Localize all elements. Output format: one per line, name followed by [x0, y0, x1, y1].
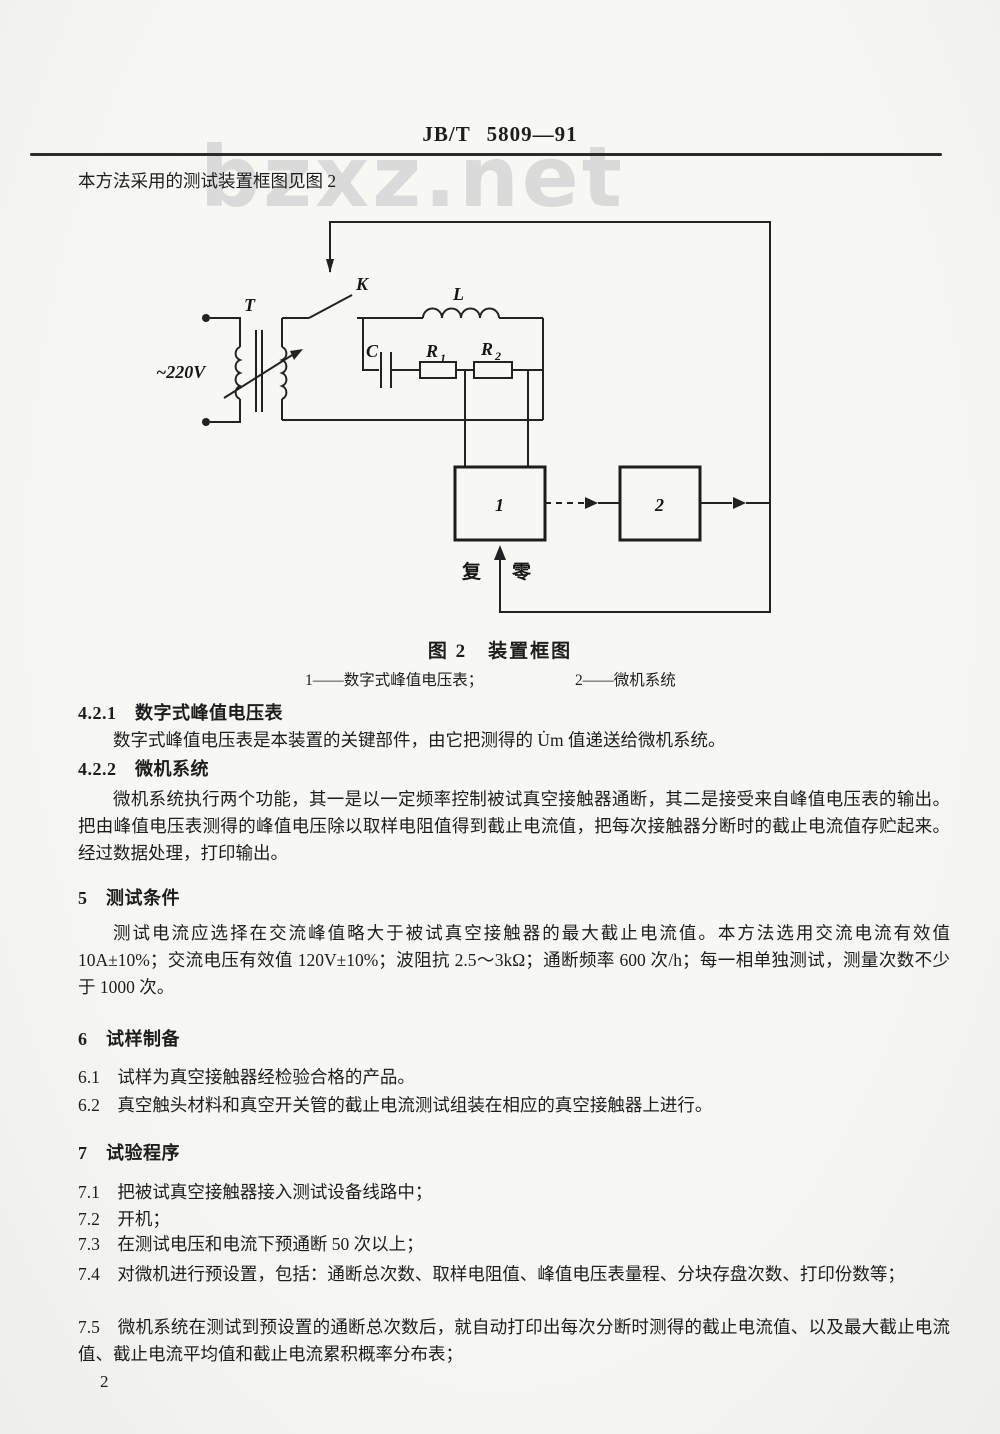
- resistor-r1-subscript: 1: [440, 351, 446, 365]
- page-number: 2: [100, 1372, 109, 1391]
- reset-label-right: 零: [511, 561, 532, 583]
- source-terminal-bottom: [202, 418, 210, 426]
- section-7-heading: 7 试验程序: [78, 1143, 180, 1163]
- reset-arrowhead: [494, 545, 506, 560]
- resistor-r2-subscript: 2: [494, 349, 501, 363]
- transformer-symbol: [202, 314, 303, 426]
- main-loop-wire: [282, 294, 544, 467]
- clause-6-1: 6.1 试样为真空接触器经检验合格的产品。: [78, 1067, 415, 1087]
- clause-6-2: 6.2 真空触头材料和真空开关管的截止电流测试组装在相应的真空接触器上进行。: [78, 1095, 713, 1115]
- section-4-2-2-heading: 4.2.2 微机系统: [78, 759, 209, 779]
- block-2-number: 2: [654, 495, 664, 515]
- capacitor-plates: [380, 352, 392, 388]
- section-5-heading: 5 测试条件: [78, 888, 180, 908]
- inductor-coil: [422, 307, 500, 319]
- switch-k-blade: [308, 294, 353, 319]
- section-6-heading: 6 试样制备: [78, 1029, 180, 1049]
- block-connections: [545, 497, 770, 509]
- inductor-label: L: [452, 284, 464, 304]
- control-loop-wire: [326, 221, 771, 613]
- switch-label: K: [355, 274, 370, 294]
- resistor-r2-body: [473, 361, 513, 379]
- figure-legend-item-1: 1——数字式峰值电压表；: [305, 672, 484, 689]
- section-5-paragraph: 测试电流应选择在交流峰值略大于被试真空接触器的最大截止电流值。本方法选用交流电流…: [78, 923, 950, 997]
- source-voltage-label: ~220V: [156, 362, 207, 382]
- resistor-r1-body: [419, 361, 457, 379]
- intro-line: 本方法采用的测试装置框图见图 2: [78, 171, 337, 191]
- block-1-number: 1: [495, 495, 504, 515]
- clause-7-1: 7.1 把被试真空接触器接入测试设备线路中；: [78, 1182, 433, 1202]
- transformer-core: [255, 330, 263, 412]
- header-divider-rule: [30, 153, 942, 156]
- clause-7-3: 7.3 在测试电压和电流下预通断 50 次以上；: [78, 1234, 424, 1254]
- clause-7-5: 7.5 微机系统在测试到预设置的通断总次数后，就自动打印出每次分断时测得的截止电…: [78, 1317, 950, 1364]
- reset-label-left: 复: [461, 560, 482, 583]
- section-4-2-2-paragraph: 微机系统执行两个功能，其一是以一定频率控制被试真空接触器通断，其二是接受来自峰值…: [78, 789, 950, 863]
- section-4-2-1-paragraph: 数字式峰值电压表是本装置的关键部件，由它把测得的 U̇m 值递送给微机系统。: [113, 730, 726, 750]
- figure-legend-item-2: 2——微机系统: [575, 672, 676, 689]
- adjust-arrow: [223, 351, 298, 399]
- watermark-text: bzxz.net: [200, 128, 625, 226]
- left-branch-rail: [362, 318, 379, 371]
- capacitor-label: C: [366, 341, 379, 361]
- section-4-2-1-heading: 4.2.1 数字式峰值电压表: [78, 703, 283, 723]
- source-terminal-top: [202, 314, 210, 322]
- transformer-label: T: [244, 295, 256, 315]
- standard-number-header: JB/T 5809—91: [422, 122, 578, 146]
- resistor-r1-label: R: [425, 341, 438, 361]
- clause-7-2: 7.2 开机；: [78, 1209, 170, 1229]
- resistor-r2-label: R: [480, 339, 493, 359]
- clause-7-4: 7.4 对微机进行预设置，包括：通断总次数、取样电阻值、峰值电压表量程、分块存盘…: [78, 1264, 905, 1284]
- figure-caption: 图 2 装置框图: [427, 641, 573, 662]
- sampling-leads: [464, 370, 529, 467]
- switch-drive-arrowhead: [326, 259, 334, 273]
